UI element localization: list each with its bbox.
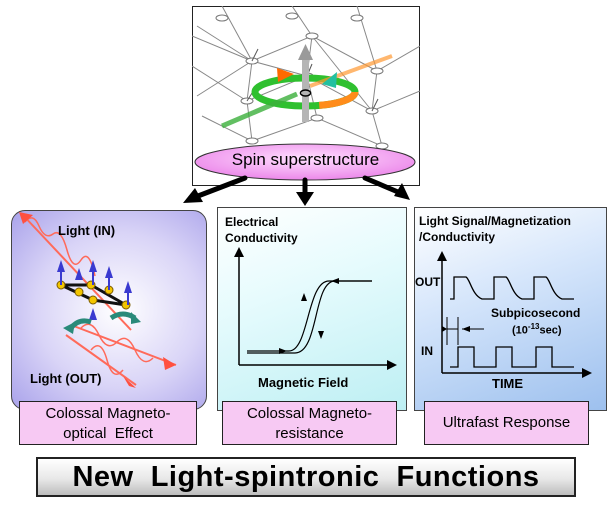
time-axis-arrowhead	[582, 368, 592, 378]
signal-ylabel: Light Signal/Magnetization /Conductivity	[419, 213, 571, 245]
arrow-middle	[296, 192, 314, 206]
time-scale-exponent: -13	[527, 322, 540, 331]
out-waveform	[450, 276, 574, 300]
loop-arrow-1	[279, 348, 287, 354]
loop-arrow-2	[331, 278, 339, 284]
in-pulses	[450, 346, 574, 368]
conductivity-ylabel-line1: Electrical	[225, 215, 279, 229]
arrow-left	[183, 188, 203, 203]
magneto-optical-caption-line1: Colossal Magneto-	[45, 405, 171, 422]
ultrafast-timing-plot	[437, 251, 592, 378]
subpicosecond-label: Subpicosecond	[491, 306, 581, 320]
loop-arrow-4	[318, 331, 324, 339]
time-scale-label: (10-13sec)	[512, 322, 562, 337]
main-title-banner: New Light-spintronic Functions	[36, 457, 576, 497]
x-axis-arrowhead	[387, 360, 397, 370]
magnetoresistance-caption-line2: resistance	[275, 425, 344, 442]
magneto-optical-illustration	[19, 212, 177, 388]
magnetoresistance-caption: Colossal Magneto- resistance	[222, 401, 397, 445]
magneto-optical-panel	[11, 210, 207, 410]
light-out-label: Light (OUT)	[30, 371, 102, 386]
branch-arrows	[183, 175, 410, 206]
ultrafast-panel	[414, 207, 607, 411]
signal-ylabel-line1: Light Signal/Magnetization	[419, 214, 571, 228]
ultrafast-caption: Ultrafast Response	[424, 401, 589, 445]
hysteresis-plot	[234, 247, 397, 370]
magnetic-field-xlabel: Magnetic Field	[258, 375, 349, 390]
out-label: OUT	[415, 275, 441, 289]
loop-arrow-3	[301, 293, 307, 301]
hysteresis-lower-branch	[247, 280, 372, 354]
magneto-optical-caption: Colossal Magneto- optical Effect	[19, 401, 197, 445]
light-in-label: Light (IN)	[58, 223, 116, 238]
time-xlabel: TIME	[492, 376, 524, 391]
hysteresis-axes	[238, 255, 389, 366]
spin-lattice-illustration	[192, 6, 420, 150]
magnetoresistance-caption-line1: Colossal Magneto-	[246, 405, 373, 422]
magnetoresistance-panel	[217, 207, 407, 411]
arrow-right	[394, 183, 410, 200]
time-scale-unit: sec)	[539, 324, 562, 337]
conductivity-ylabel: Electrical Conductivity	[225, 214, 298, 246]
signal-axis-arrowhead	[437, 251, 447, 261]
conductivity-ylabel-line2: Conductivity	[225, 231, 298, 245]
hysteresis-upper-branch	[247, 280, 372, 352]
spin-superstructure-label: Spin superstructure	[231, 150, 380, 169]
magneto-optical-caption-line2: optical Effect	[63, 425, 153, 442]
signal-ylabel-line2: /Conductivity	[419, 230, 496, 244]
y-axis-arrowhead	[234, 247, 244, 257]
in-label: IN	[421, 344, 433, 358]
time-scale-base: (10	[512, 324, 528, 337]
